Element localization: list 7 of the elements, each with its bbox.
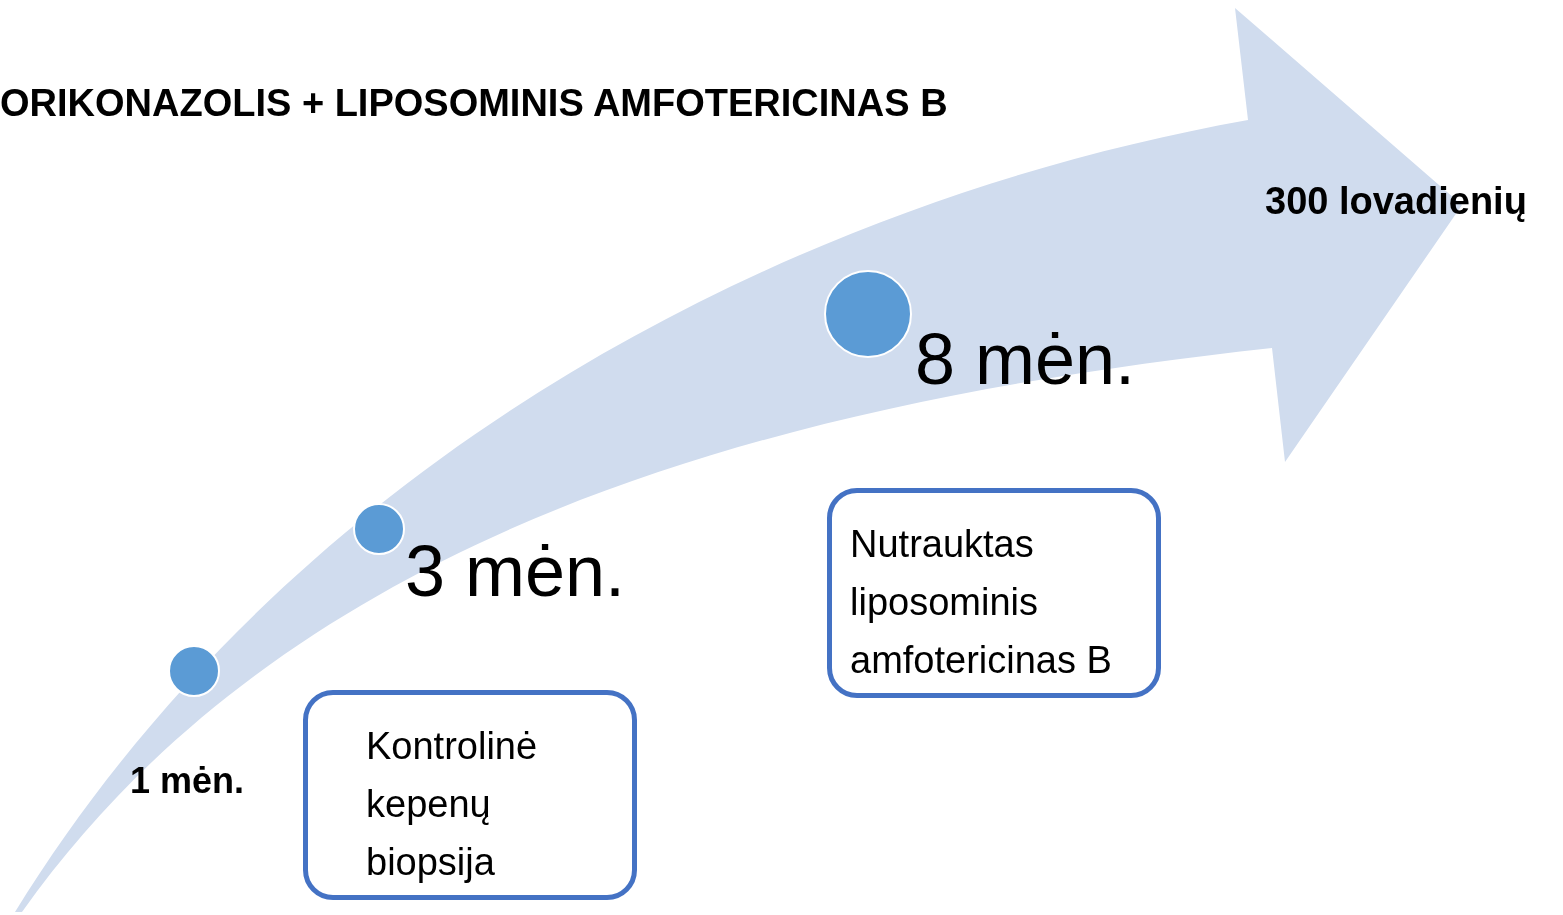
time-label: 8 mėn. [915,318,1136,400]
time-label: 3 mėn. [405,530,626,612]
note-box: Kontrolinė kepenų biopsija [303,690,637,900]
time-label: 1 mėn. [130,760,245,802]
duration-label: 300 lovadienių [1265,180,1527,223]
title: ORIKONAZOLIS + LIPOSOMINIS AMFOTERICINAS B [0,82,948,125]
note-box: Nutrauktas liposominis amfotericinas B [827,488,1161,698]
